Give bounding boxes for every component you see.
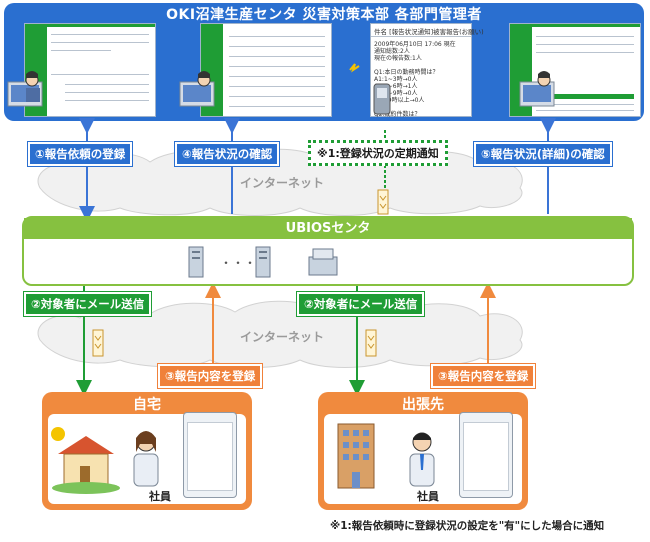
mail-signal-icon-left [92,329,104,357]
trip-mobile-form [459,412,513,498]
notice-line: 通知総数:2人 [374,48,410,55]
label-report-request: ①報告依頼の登録 [26,141,134,167]
internet-label-top: インターネット [240,176,325,190]
home-mobile-form [183,412,237,498]
label-mail-send-2: ②対象者にメール送信 [295,291,426,317]
server-icon [255,246,271,278]
notice-subject-label: 件名 [374,28,387,36]
notice-subject: [報告状況通知]被害報告(お願い) [389,28,484,36]
mail-signal-icon-top [377,189,389,215]
office-building-icon [337,423,375,489]
home-illustration [51,427,159,494]
admin-panel-title: OKI沼津生産センタ 災害対策本部 各部門管理者 [166,7,482,23]
home-person-label: 社員 [149,490,171,503]
label-mail-send-1: ②対象者にメール送信 [22,291,153,317]
employee-man-icon [409,432,435,487]
storage-icon [308,248,338,276]
ubios-center: UBIOSセンタ ・・・ [22,216,634,286]
server-ellipsis: ・・・ [220,256,257,270]
label-status-check: ④報告状況の確認 [173,141,281,167]
operator-pc-illustration-3 [519,71,555,107]
trip-title: 出張先 [402,397,444,413]
mobile-phone-icon [349,63,391,115]
label-register-2: ③報告内容を登録 [429,363,537,389]
notice-line: A3:7~9時→0人 [374,90,418,97]
notice-line: A1:1~3時→0人 [374,76,418,83]
footnote: ※1:報告依頼時に登録状況の設定を"有"にした場合に通知 [330,520,605,532]
notice-line: 2009年06月10日 17:06 現在 [374,41,456,48]
status-check-screen [200,23,332,117]
notice-line: A4:10時以上→0人 [374,97,425,104]
operator-pc-illustration-2 [179,71,215,107]
server-icons [188,246,338,278]
ubios-title: UBIOSセンタ [24,218,632,239]
trip-person-label: 社員 [417,490,439,503]
notice-line: Q2:成約件数は？ [374,111,421,118]
label-detail-check: ⑤報告状況(詳細)の確認 [473,141,613,167]
employee-woman-icon [133,431,159,487]
label-register-1: ③報告内容を登録 [156,363,264,389]
operator-pc-illustration-1 [7,71,43,107]
server-icon [188,246,204,278]
home-box: 自宅 社員 [42,392,252,510]
house-icon [51,427,120,494]
notice-line: Q1:本日の勤務時間は？ [374,69,439,76]
notice-line: A2:4~6時→1人 [374,83,418,90]
trip-box: 出張先 社員 [318,392,528,510]
internet-label-bottom: インターネット [240,330,325,344]
trip-illustration [337,423,435,489]
label-periodic-notice: ※1:登録状況の定期通知 [308,140,448,166]
notice-line: 現在の報告数:1人 [374,55,422,62]
home-title: 自宅 [133,397,161,413]
mail-signal-icon-right [365,329,377,357]
